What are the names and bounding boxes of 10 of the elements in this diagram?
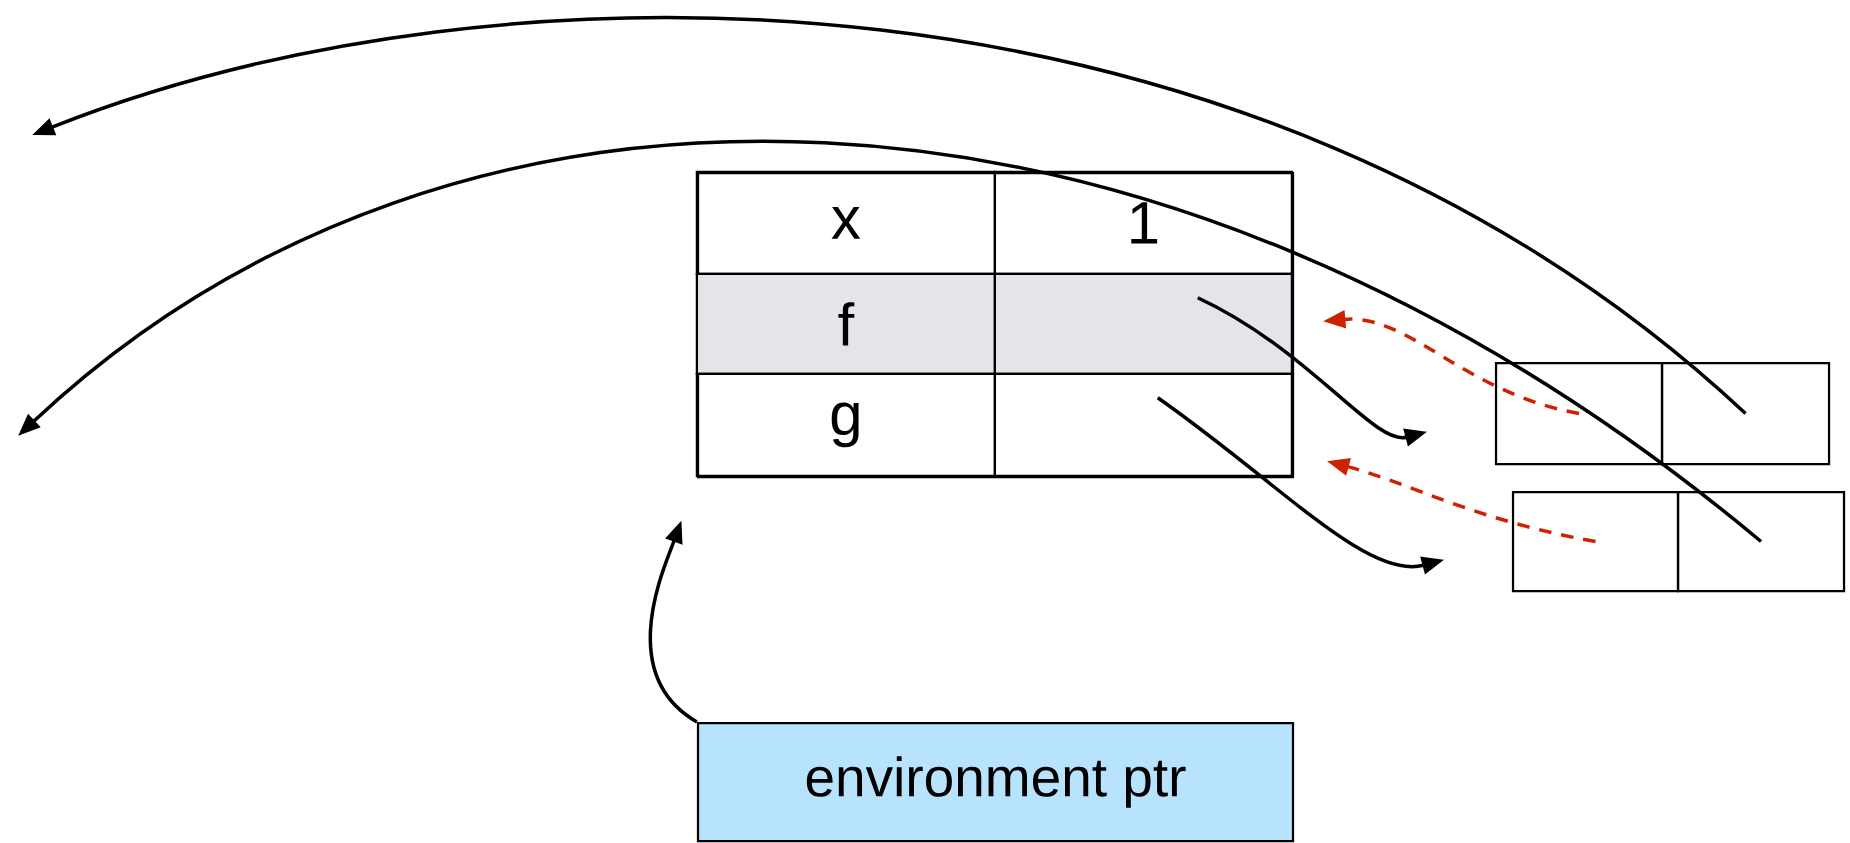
closure-cell (1676, 490, 1846, 593)
closure-cell (1511, 490, 1680, 593)
table-cell (993, 272, 1293, 375)
table-cell: g (695, 372, 996, 478)
table-cell: f (695, 272, 996, 375)
environment-box: environment ptr (696, 721, 1295, 843)
closure-cell (1660, 361, 1831, 466)
closure-cell (1494, 361, 1664, 466)
table (696, 171, 1295, 479)
table-cell (993, 372, 1293, 478)
